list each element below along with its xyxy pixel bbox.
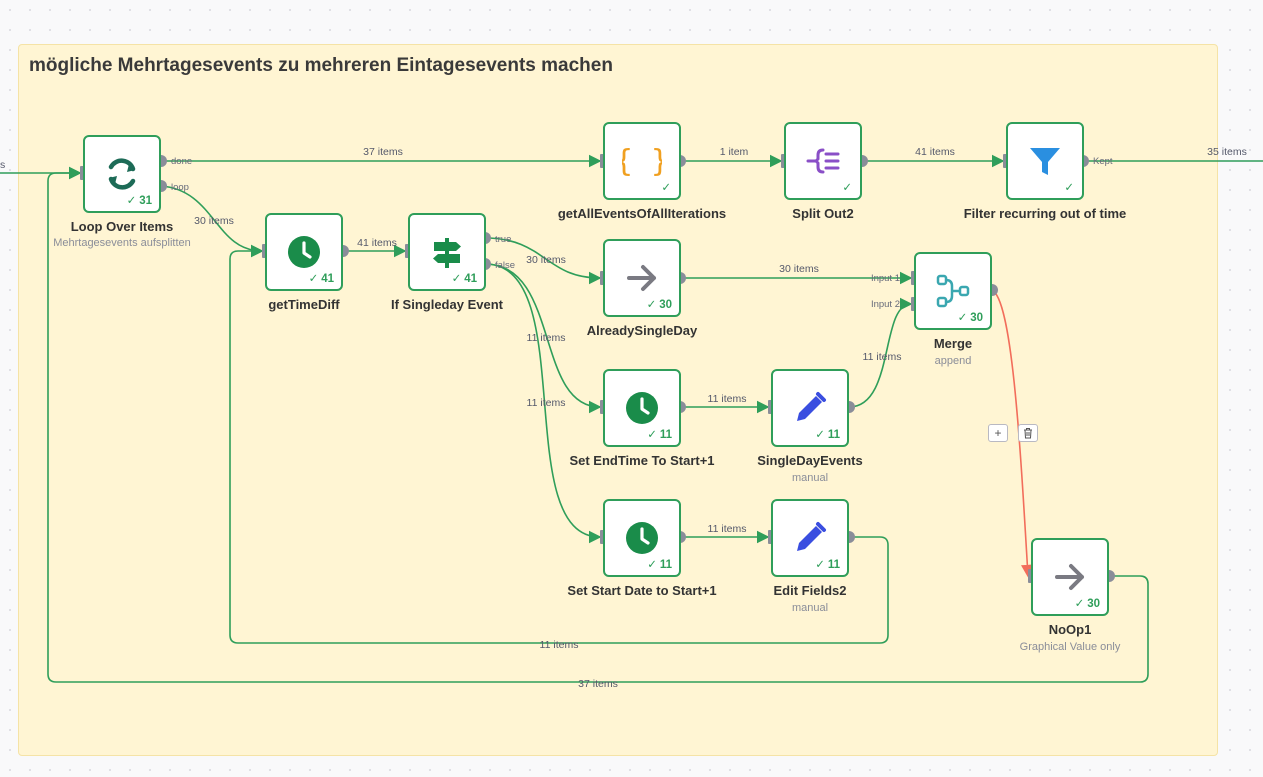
run-count-badge: ✓11 (647, 429, 672, 441)
edge-label-filter-out: 35 items (1207, 146, 1247, 158)
node-label: AlreadySingleDay (586, 323, 698, 338)
edge-label-split-filter: 41 items (915, 146, 955, 158)
node-label: getAllEventsOfAllIterations (557, 206, 727, 221)
node-subtitle: append (934, 355, 972, 367)
success-check-icon: ✓ (1064, 182, 1074, 194)
edge-label-false-setend: 11 items (527, 332, 566, 344)
edge-label-noop-back: 37 items (578, 678, 618, 690)
node-already-single-day[interactable]: ✓30 (603, 239, 681, 317)
node-single-day-events[interactable]: ✓11 (771, 369, 849, 447)
node-subtitle: manual (791, 602, 829, 614)
edge-merge-noop-selected[interactable] (991, 289, 1034, 578)
code-braces-icon: { } (622, 144, 662, 179)
edge-label-incoming: s (0, 159, 5, 171)
node-noop1[interactable]: ✓30 (1031, 538, 1109, 616)
node-label: Filter recurring out of time (963, 206, 1127, 221)
port-label-input2: Input 2 (871, 299, 900, 310)
edge-label-loop-gettime: 30 items (194, 215, 234, 227)
trash-icon (1024, 428, 1032, 439)
split-out-icon (806, 148, 840, 174)
run-count-badge: ✓11 (815, 559, 840, 571)
node-label: Merge (933, 336, 973, 351)
node-subtitle: Mehrtagesevents aufsplitten (53, 237, 191, 249)
signpost-icon (433, 238, 461, 268)
delete-connection-button[interactable] (1018, 424, 1038, 442)
sticky-title: mögliche Mehrtagesevents zu mehreren Ein… (29, 55, 613, 76)
node-loop-over-items[interactable]: ✓31 (83, 135, 161, 213)
node-get-all-events[interactable]: { } ✓ (603, 122, 681, 200)
edge-label-false-setstart: 11 items (527, 397, 566, 409)
clock-icon (626, 522, 658, 554)
port-label-done: done (171, 156, 192, 167)
edge-label-setend-single: 11 items (708, 393, 747, 405)
port-label-false: false (495, 260, 515, 271)
node-label: NoOp1 (1048, 622, 1092, 637)
node-label: Edit Fields2 (773, 583, 847, 598)
edge-label-getall-split: 1 item (720, 146, 749, 158)
success-check-icon: ✓ (661, 182, 671, 194)
clock-icon (626, 392, 658, 424)
funnel-icon (1030, 148, 1060, 175)
add-node-button[interactable]: + (988, 424, 1008, 442)
edge-false-setend[interactable] (484, 263, 602, 414)
pencil-icon (797, 392, 826, 421)
merge-icon (936, 274, 970, 308)
edge-label-setstart-edit: 11 items (708, 523, 747, 535)
run-count-badge: ✓11 (815, 429, 840, 441)
port-label-true: true (495, 234, 511, 245)
edge-single-merge[interactable] (848, 297, 913, 408)
node-filter-recurring[interactable]: ✓ (1006, 122, 1084, 200)
success-check-icon: ✓ (842, 182, 852, 194)
edge-label-done-getall: 37 items (363, 146, 403, 158)
edge-edit-back[interactable] (229, 244, 889, 644)
node-label: Set Start Date to Start+1 (567, 583, 717, 598)
edge-false-setstart[interactable] (484, 263, 602, 544)
edge-label-gettime-if: 41 items (357, 237, 397, 249)
port-label-input1: Input 1 (871, 273, 900, 284)
arrow-right-icon (627, 265, 656, 291)
node-if-singleday-event[interactable]: ✓41 (408, 213, 486, 291)
arrow-right-icon (1055, 564, 1084, 590)
port-label-loop: loop (171, 182, 189, 193)
node-set-endtime[interactable]: ✓11 (603, 369, 681, 447)
node-set-start-date[interactable]: ✓11 (603, 499, 681, 577)
edge-label-already-merge: 30 items (779, 263, 819, 275)
node-label: getTimeDiff (268, 297, 340, 312)
run-count-badge: ✓30 (957, 312, 983, 324)
run-count-badge: ✓11 (647, 559, 672, 571)
node-subtitle: manual (791, 472, 829, 484)
node-merge[interactable]: ✓30 (914, 252, 992, 330)
loop-icon (108, 158, 136, 190)
node-split-out2[interactable]: ✓ (784, 122, 862, 200)
edge-true-already[interactable] (484, 237, 602, 285)
node-label: Split Out2 (792, 206, 854, 221)
node-subtitle: Graphical Value only (1019, 641, 1121, 653)
clock-icon (288, 236, 320, 268)
node-label: If Singleday Event (391, 297, 503, 312)
pencil-icon (797, 522, 826, 551)
edge-label-single-merge: 11 items (863, 351, 902, 363)
svg-text:{ }: { } (622, 144, 662, 179)
edge-loop-gettime[interactable] (160, 185, 264, 258)
edge-noop-back[interactable] (47, 166, 1149, 683)
node-edit-fields2[interactable]: ✓11 (771, 499, 849, 577)
port-label-kept: Kept (1093, 156, 1113, 167)
edge-label-edit-back: 11 items (540, 639, 579, 651)
node-label: Loop Over Items (70, 219, 174, 234)
edge-label-true-already: 30 items (526, 254, 566, 266)
run-count-badge: ✓41 (451, 273, 477, 285)
run-count-badge: ✓30 (646, 299, 672, 311)
run-count-badge: ✓41 (308, 273, 334, 285)
node-label: SingleDayEvents (757, 453, 863, 468)
run-count-badge: ✓31 (126, 195, 152, 207)
node-label: Set EndTime To Start+1 (569, 453, 715, 468)
run-count-badge: ✓30 (1074, 598, 1100, 610)
node-get-time-diff[interactable]: ✓41 (265, 213, 343, 291)
